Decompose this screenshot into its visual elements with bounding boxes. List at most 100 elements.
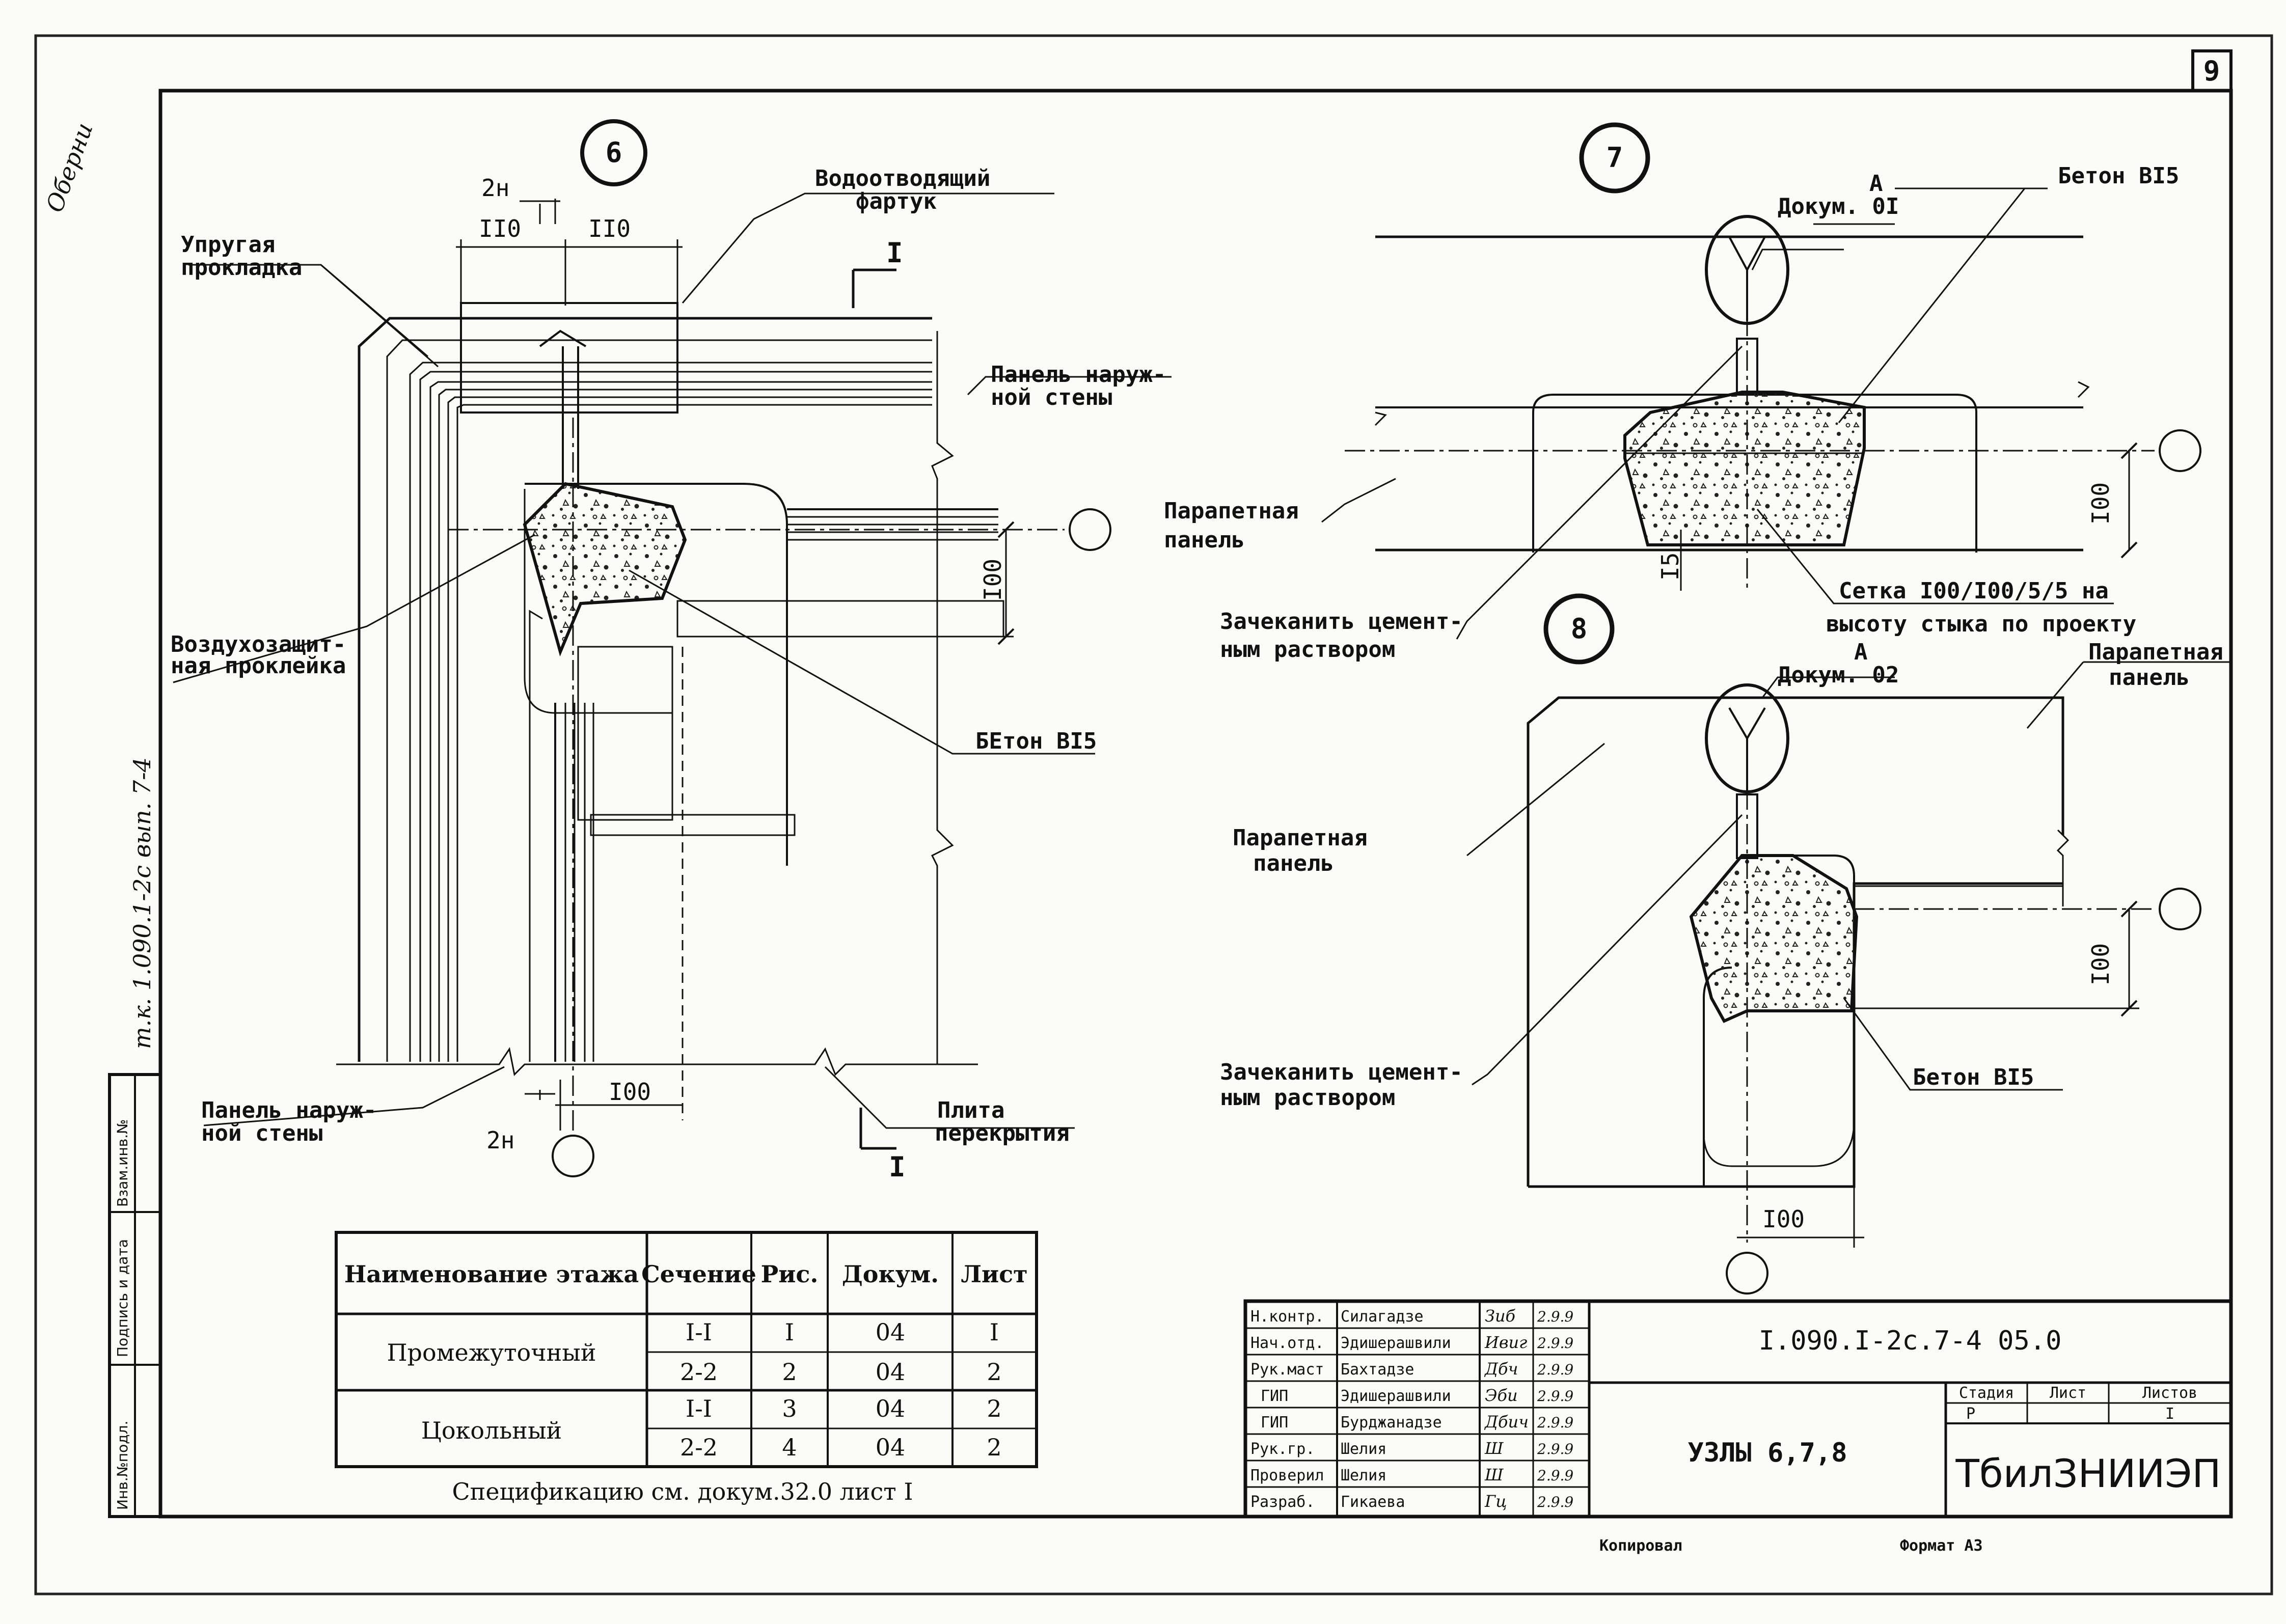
tb-role: Н.контр.: [1250, 1308, 1324, 1326]
label-gasket-line2: прокладка: [181, 255, 302, 281]
side-note: т.к. 1.090.1-2с вып. 7-4: [128, 757, 156, 1049]
spec-cell: 2-2: [680, 1434, 718, 1461]
side-stamp: Инв.№подл. Подпись и дата Взам.инв.№: [108, 1073, 162, 1518]
spec-note: Спецификацию см. докум.32.0 лист I: [452, 1478, 913, 1505]
tb-role: Разраб.: [1250, 1493, 1315, 1511]
spec-header-doc: Докум.: [842, 1260, 939, 1288]
tb-role: Проверил: [1250, 1467, 1324, 1484]
label-panel-line1: Панель наруж-: [991, 362, 1166, 388]
label-gasket-line1: Упругая: [181, 232, 275, 258]
tb-role: Рук.гр.: [1250, 1440, 1315, 1458]
node-8-number: 8: [1571, 613, 1588, 645]
section-mark-bottom: I: [889, 1151, 906, 1183]
tb-signature: Ш: [1484, 1439, 1504, 1458]
spec-table: Наименование этажа Сечение Рис. Докум. Л…: [335, 1231, 1038, 1505]
label-parapet-8l-line1: Парапетная: [1233, 825, 1368, 851]
tb-name: Бурджанадзе: [1341, 1414, 1442, 1432]
label-panel-bottom-line1: Панель наруж-: [201, 1097, 376, 1123]
spec-cell: 2: [987, 1395, 1001, 1422]
tb-name: Шелия: [1341, 1440, 1386, 1458]
tb-signature: Зиб: [1485, 1306, 1516, 1326]
spec-group-name: Промежуточный: [387, 1339, 596, 1366]
sheet-number: 9: [2203, 55, 2220, 87]
tb-organization: ТбилЗНИИЭП: [1955, 1451, 2221, 1496]
dim-100-8-horizontal: I00: [1762, 1205, 1805, 1233]
tb-role: ГИП: [1261, 1414, 1288, 1432]
spec-cell: I-I: [686, 1318, 712, 1346]
title-block: Н.контр. Нач.отд. Рук.маст ГИП ГИП Рук.г…: [1243, 1299, 2233, 1555]
spec-cell: 04: [876, 1395, 906, 1422]
inner-frame: [158, 89, 2233, 1519]
tb-date: 2.9.9: [1537, 1308, 1573, 1325]
label-caulk-7-line1: Зачеканить цемент-: [1220, 609, 1463, 635]
node-6-number: 6: [606, 136, 622, 169]
detail-7-labels: А Докум. 0I Бетон BI5 Парапетная панель …: [1164, 163, 2179, 663]
mark-a-8: А: [1854, 639, 1868, 665]
tb-name: Шелия: [1341, 1467, 1386, 1484]
tb-name: Эдишерашвили: [1341, 1387, 1451, 1405]
node-7-number: 7: [1607, 142, 1623, 174]
detail-8: 8: [1466, 593, 2231, 1295]
label-concrete-6: БЕтон BI5: [975, 728, 1097, 754]
dim-2n-top: 2н: [481, 174, 509, 202]
dim-110-left: II0: [479, 215, 521, 242]
dim-100-horizontal: I00: [609, 1078, 651, 1106]
label-parapet-7-line2: панель: [1164, 527, 1245, 553]
detail-8-labels: А Докум. 02 Парапетная панель Парапетная…: [1220, 639, 2223, 1233]
tb-signature: Эби: [1485, 1386, 1518, 1405]
label-drip-line1: Водоотводящий: [815, 166, 990, 191]
label-air-line1: Воздухозащит-: [171, 631, 346, 657]
tb-date: 2.9.9: [1537, 1335, 1573, 1352]
tb-stage-value: Р: [1966, 1405, 1975, 1423]
stamp-inv-label: Инв.№подл.: [114, 1421, 131, 1510]
spec-cell: 04: [876, 1318, 906, 1346]
label-parapet-8r-line1: Парапетная: [2088, 639, 2223, 665]
section-mark-top: I: [886, 237, 903, 269]
label-caulk-8-line2: ным раствором: [1220, 1085, 1395, 1111]
tb-date: 2.9.9: [1537, 1441, 1573, 1457]
tb-name: Эдишерашвили: [1341, 1334, 1451, 1352]
tb-signature: Ивиг: [1484, 1333, 1527, 1352]
dim-100-8-vertical: I00: [2087, 943, 2114, 985]
spec-cell: I-I: [686, 1395, 712, 1422]
dim-15-7: I5: [1656, 553, 1684, 581]
spec-header-sheet: Лист: [961, 1260, 1027, 1288]
tb-signature: Дбич: [1484, 1412, 1529, 1432]
tb-name: Гикаева: [1341, 1493, 1405, 1511]
label-panel-bottom-line2: ной стены: [201, 1120, 322, 1146]
label-parapet-8l-line2: панель: [1253, 850, 1334, 876]
spec-cell: 2-2: [680, 1358, 718, 1386]
tb-signature: Гц: [1484, 1492, 1507, 1511]
spec-header-floor: Наименование этажа: [344, 1260, 639, 1288]
docum-02: Докум. 02: [1778, 662, 1899, 688]
tb-name: Силагадзе: [1341, 1308, 1424, 1326]
label-caulk-7-line2: ным раствором: [1220, 637, 1395, 663]
tb-sheets-label: Листов: [2142, 1384, 2197, 1402]
label-caulk-8-line1: Зачеканить цемент-: [1220, 1059, 1463, 1085]
corner-stamp: Оберни: [41, 119, 98, 216]
spec-header-fig: Рис.: [761, 1260, 819, 1288]
stamp-replace-label: Взам.инв.№: [114, 1119, 131, 1207]
tb-role: ГИП: [1261, 1387, 1288, 1405]
spec-cell: 2: [782, 1358, 797, 1386]
stamp-sign-label: Подпись и дата: [114, 1239, 131, 1357]
detail-6-labels: 2н II0 II0 Водоотводящий фартук Упругая …: [171, 166, 1166, 1183]
label-concrete-8: Бетон BI5: [1913, 1064, 2034, 1090]
label-mesh-line1: Сетка I00/I00/5/5 на: [1839, 578, 2109, 604]
dim-100-vertical: I00: [979, 559, 1006, 601]
spec-cell: 4: [782, 1434, 797, 1461]
spec-cell: 04: [876, 1434, 906, 1461]
label-mesh-line2: высоту стыка по проекту: [1826, 611, 2136, 637]
tb-role: Рук.маст: [1250, 1361, 1324, 1379]
spec-cell: 04: [876, 1358, 906, 1386]
tb-sheets-value: I: [2165, 1405, 2174, 1423]
tb-sheet-label: Лист: [2050, 1384, 2086, 1402]
spec-cell: 2: [987, 1358, 1001, 1386]
tb-stage-label: Стадия: [1959, 1384, 2014, 1402]
dim-100-7: I00: [2087, 482, 2114, 525]
tb-role: Нач.отд.: [1250, 1334, 1324, 1352]
label-slab-line2: перекрытия: [935, 1120, 1070, 1146]
tb-format: Формат А3: [1900, 1537, 1983, 1555]
label-drip-line2: фартук: [856, 188, 937, 214]
